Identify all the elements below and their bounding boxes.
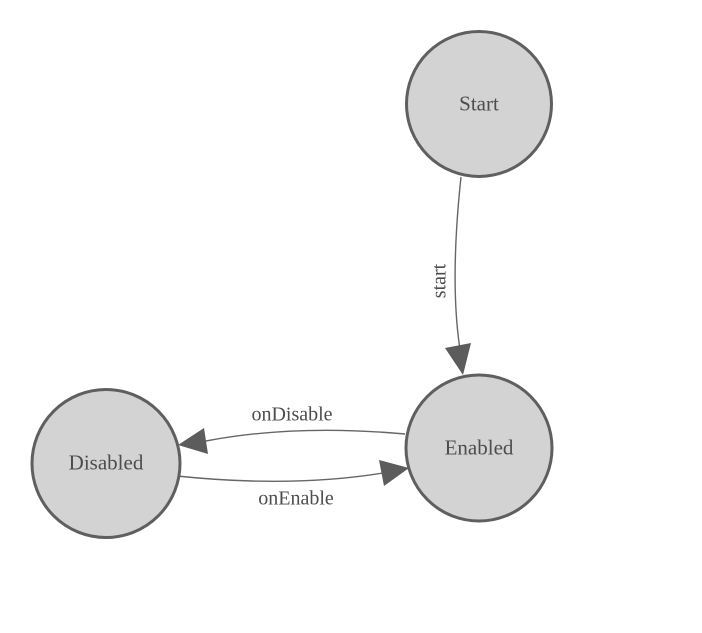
arrowhead-enabled-to-disabled-icon [178,428,208,454]
edge-label-ondisable: onDisable [251,403,333,426]
edge-disabled-to-enabled [176,472,384,483]
state-label-start: Start [459,91,499,116]
edge-enabled-to-disabled [205,429,406,442]
edge-label-onenable: onEnable [258,487,334,510]
edge-start-to-enabled [454,176,462,347]
state-label-enabled: Enabled [444,435,514,460]
arrowhead-start-to-enabled-icon [445,343,471,375]
state-node-start [405,30,553,178]
state-node-disabled [30,388,182,539]
arrowhead-disabled-to-enabled-icon [379,460,409,486]
state-label-disabled: Disabled [68,450,144,475]
state-node-enabled [404,373,554,523]
edge-label-start: start [428,263,451,299]
